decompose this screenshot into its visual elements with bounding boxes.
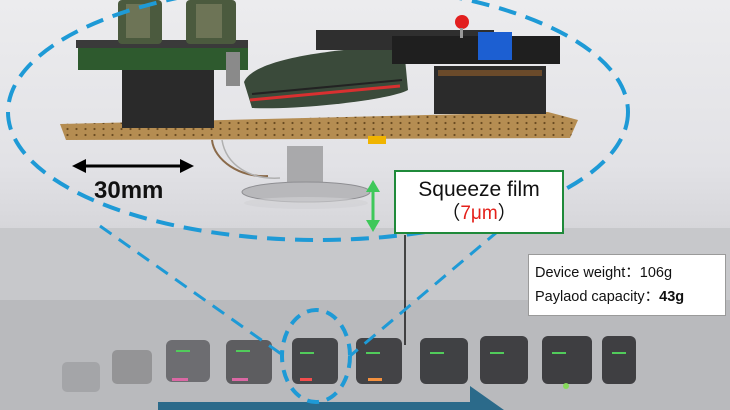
weight-row: Device weight：106g (535, 261, 725, 285)
led-leg (460, 28, 463, 38)
frame-3 (166, 340, 210, 382)
squeeze-film-callout: Squeeze film （7μm） (394, 170, 564, 234)
battery-pack (244, 46, 408, 109)
wire (211, 139, 269, 178)
payload-value: 43g (659, 289, 685, 305)
cylinder-highlight (126, 4, 150, 38)
led-streak (430, 352, 444, 354)
led-dot (563, 383, 569, 389)
weight-label: Device weight： (535, 265, 640, 281)
magnify-ellipse (6, 0, 630, 242)
led-streak (490, 352, 504, 354)
magnified-device (60, 0, 578, 209)
led-streak (172, 378, 188, 381)
frame-9 (542, 336, 592, 384)
motion-arrow (158, 386, 504, 410)
standoff (226, 52, 240, 86)
gap-value: 7μm (460, 203, 498, 224)
pedestal-shaft (287, 146, 323, 186)
callout-title: Squeeze film (418, 178, 540, 201)
weight-value: 106g (639, 265, 673, 281)
pin-header (122, 70, 214, 128)
frame-1 (62, 362, 100, 392)
paren-open: （ (441, 203, 461, 224)
frame-5 (292, 338, 338, 384)
battery-wire-red (249, 84, 401, 102)
led-streak (612, 352, 626, 354)
led-streak (300, 352, 314, 354)
led-streak (552, 352, 566, 354)
perfboard-holes (60, 112, 578, 140)
cylinder-highlight (196, 4, 222, 38)
controller-board-right (392, 36, 560, 64)
led-streak (232, 378, 248, 381)
wire (221, 139, 281, 179)
callout-gap: （7μm） (396, 202, 562, 226)
led-streak (236, 350, 250, 352)
yellow-part (368, 136, 386, 144)
battery-wire-black (251, 79, 403, 95)
payload-row: Paylaod capacity：43g (535, 285, 725, 309)
led-streak (366, 352, 380, 354)
led-streak (300, 378, 312, 381)
led-streak (176, 350, 190, 352)
paren-close: ） (497, 203, 517, 224)
frame-2 (112, 350, 152, 384)
spec-box: Device weight：106g Paylaod capacity：43g (528, 254, 726, 316)
dimension-label: 30mm (94, 177, 164, 204)
upper-board-edge (76, 40, 248, 48)
dimension-arrow (72, 159, 194, 173)
zoom-line-left (99, 224, 285, 358)
frame-4 (226, 340, 272, 384)
motion-frames (62, 336, 636, 392)
disk-reflection (244, 197, 368, 209)
gap-arrow (366, 180, 380, 232)
red-led (455, 15, 469, 29)
led-streak (368, 378, 382, 381)
frame-7 (420, 338, 468, 384)
frame-6 (356, 338, 402, 384)
payload-label: Paylaod capacity： (535, 289, 660, 305)
frame-8 (480, 336, 528, 384)
blue-trimmer (478, 32, 512, 60)
side-frame-strip (438, 70, 542, 76)
frame-10 (602, 336, 636, 384)
zoom-line-right (349, 214, 517, 358)
